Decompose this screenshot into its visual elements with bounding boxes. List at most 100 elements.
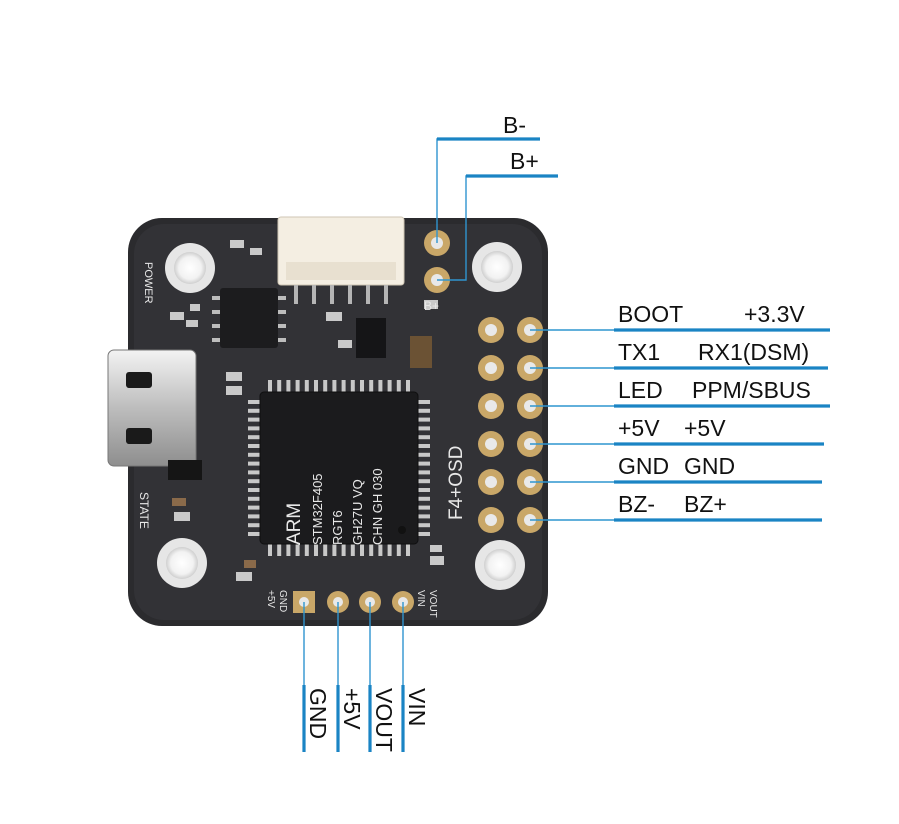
mcu-pin xyxy=(418,514,430,519)
mcu-pin xyxy=(248,417,260,422)
label-bottom-pin: +5V xyxy=(339,688,365,730)
mcu-pin xyxy=(248,400,260,404)
mcu-pins-left xyxy=(248,400,260,536)
mcu-pin xyxy=(268,544,272,556)
label-pin-right: RX1(DSM) xyxy=(698,339,809,365)
mcu-pin xyxy=(369,380,374,392)
chip-brand: ARM xyxy=(284,503,305,545)
mcu-pin xyxy=(248,488,260,492)
mcu-pin xyxy=(369,544,374,556)
chip-line-2: RGT6 xyxy=(330,510,345,545)
small-ic xyxy=(220,288,278,348)
callout-b-plus: B+ xyxy=(437,148,558,281)
mcu-pin xyxy=(406,544,410,556)
mounting-hole-top-right xyxy=(472,242,522,292)
silk-bottom-vin: VIN xyxy=(415,590,426,607)
mcu-pin xyxy=(350,380,355,392)
label-pin-right: PPM/SBUS xyxy=(692,377,811,403)
chip-line-3: GH27U VQ xyxy=(350,479,365,545)
mcu-pin xyxy=(286,380,291,392)
silk-board-name: F4+OSD xyxy=(446,446,467,520)
mcu-pin xyxy=(277,544,282,556)
mcu-pin xyxy=(378,380,383,392)
mcu-pin xyxy=(396,544,401,556)
chip-line-4: CHN GH 030 xyxy=(370,468,385,545)
label-b-minus: B- xyxy=(503,112,526,138)
mcu-pin xyxy=(248,514,260,519)
mcu-pin xyxy=(418,523,430,528)
micro-usb-port xyxy=(107,349,202,480)
header-pad-hole xyxy=(485,324,497,336)
mcu-pin xyxy=(248,479,260,484)
label-pin-left: GND xyxy=(618,453,669,479)
label-pin-right: GND xyxy=(684,453,735,479)
callout-b-minus: B- xyxy=(436,112,540,243)
pcb-board: ARM STM32F405 RGT6 GH27U VQ CHN GH 030 F… xyxy=(107,216,548,626)
mcu-pin xyxy=(295,380,300,392)
mcu-pin xyxy=(418,444,430,448)
mcu-pin xyxy=(341,380,346,392)
mcu-pin xyxy=(304,544,309,556)
mcu-pin xyxy=(323,380,328,392)
mcu-pin xyxy=(248,505,260,510)
jst-connector xyxy=(277,216,405,304)
mcu-pin xyxy=(418,470,430,475)
mcu-pin xyxy=(418,408,430,413)
mcu-pin xyxy=(418,417,430,422)
mcu-pin xyxy=(406,380,410,392)
mcu-pin xyxy=(248,408,260,413)
mcu-pin xyxy=(418,461,430,466)
mcu-pin xyxy=(248,435,260,440)
mcu-pin xyxy=(418,452,430,457)
mcu-pin xyxy=(295,544,300,556)
mounting-hole-top-left xyxy=(165,243,215,293)
mcu-pin xyxy=(314,544,318,556)
mcu-pin xyxy=(323,544,328,556)
mcu-pin xyxy=(387,380,392,392)
header-pad-hole xyxy=(485,362,497,374)
silk-bottom-5v: +5V xyxy=(265,590,276,608)
mcu-pin xyxy=(396,380,401,392)
label-pin-left: +5V xyxy=(618,415,660,441)
mcu-pin xyxy=(360,380,364,392)
silk-bottom-vout: VOUT xyxy=(427,590,438,618)
mcu-pin xyxy=(248,452,260,457)
mcu-pin xyxy=(418,532,430,536)
mcu-pin xyxy=(332,544,337,556)
silk-b-plus: B+ xyxy=(424,299,439,313)
label-pin-left: BOOT xyxy=(618,301,683,327)
mcu-pin xyxy=(248,496,260,501)
mcu-pin xyxy=(277,380,282,392)
label-bottom-pin: GND xyxy=(305,688,331,739)
mcu-pin xyxy=(360,544,364,556)
label-pin-left: LED xyxy=(618,377,663,403)
header-pad-hole xyxy=(485,514,497,526)
mcu-pin xyxy=(387,544,392,556)
mounting-hole-bottom-right xyxy=(475,540,525,590)
label-pin-right: +3.3V xyxy=(744,301,805,327)
mcu-pin xyxy=(418,479,430,484)
mcu-pins-bottom xyxy=(268,544,410,556)
mcu-pin xyxy=(418,488,430,492)
mcu-pin xyxy=(248,470,260,475)
silk-power: POWER xyxy=(142,262,154,304)
mcu-pin xyxy=(418,400,430,404)
mcu-pins-top xyxy=(268,380,410,392)
mcu-pin xyxy=(248,426,260,431)
mcu-chip: ARM STM32F405 RGT6 GH27U VQ CHN GH 030 xyxy=(248,380,430,556)
header-pad-hole xyxy=(485,476,497,488)
mcu-pin xyxy=(304,380,309,392)
mcu-pin xyxy=(314,380,318,392)
mcu-pin xyxy=(418,435,430,440)
label-bottom-pin: VOUT xyxy=(371,688,397,752)
mcu-pin xyxy=(332,380,337,392)
mcu-pin xyxy=(341,544,346,556)
mcu-pin xyxy=(350,544,355,556)
mcu-pin xyxy=(248,461,260,466)
mcu-pin xyxy=(418,426,430,431)
label-pin-right: +5V xyxy=(684,415,726,441)
mcu-pin xyxy=(378,544,383,556)
